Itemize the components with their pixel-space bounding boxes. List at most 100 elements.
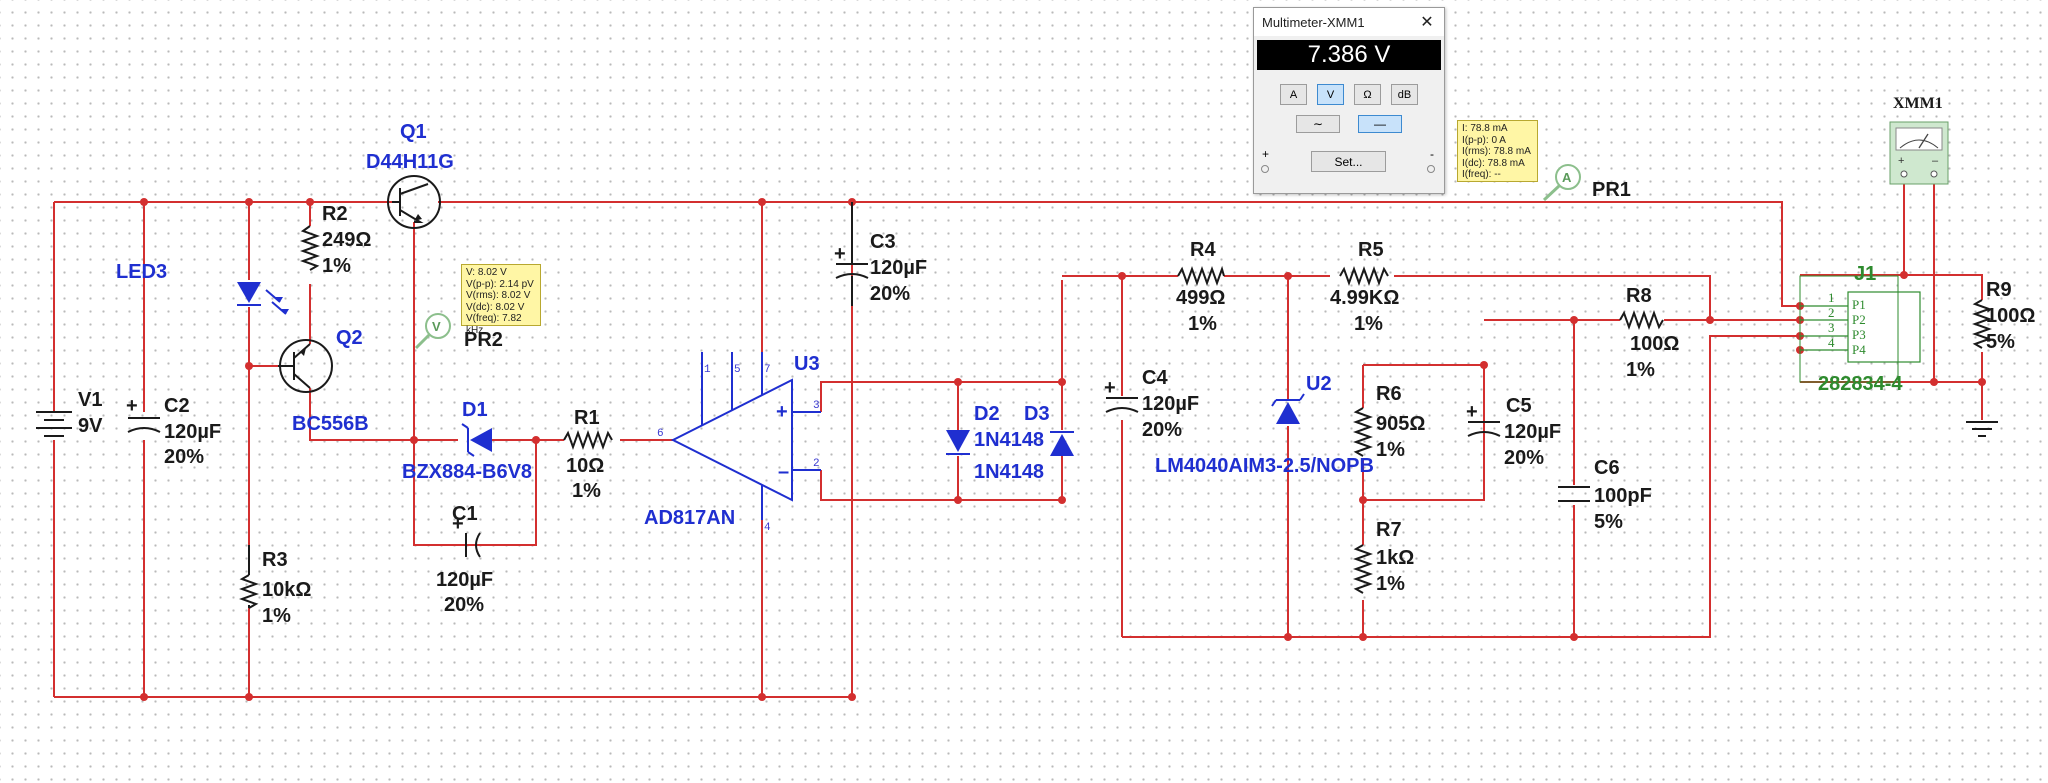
c3-value: 120µF	[870, 257, 927, 279]
q1-ref: Q1	[400, 121, 427, 143]
capacitor-c2[interactable]: + C2 120µF 20%	[126, 395, 221, 468]
resistor-r8[interactable]: R8 100Ω 1%	[1619, 285, 1679, 381]
svg-text:+: +	[1898, 155, 1904, 167]
ac-button[interactable]: ∼	[1296, 115, 1340, 133]
multimeter-window[interactable]: Multimeter-XMM1 ✕ 7.386 V A V Ω dB ∼ — +…	[1253, 7, 1445, 194]
zener-d1[interactable]: D1 BZX884-B6V8	[402, 399, 532, 483]
multimeter-display: 7.386 V	[1257, 40, 1441, 70]
probe-pr2[interactable]: V PR2	[414, 313, 503, 351]
resistor-r7[interactable]: R7 1kΩ 1%	[1353, 519, 1414, 595]
transistor-q1[interactable]: Q1 D44H11G	[366, 121, 454, 229]
opamp-u3[interactable]: + – 3 2 6 1 5 7 4 U3 AD817AN	[644, 352, 821, 534]
j1-pin-1: P1	[1852, 297, 1866, 312]
r2-tol: 1%	[322, 255, 351, 277]
c6-tol: 5%	[1594, 511, 1623, 533]
r4-tol: 1%	[1188, 313, 1217, 335]
capacitor-c3[interactable]: + C3 120µF 20%	[834, 202, 927, 306]
pr2-line-v: V: 8.02 V	[466, 267, 507, 278]
mode-voltmeter-button[interactable]: V	[1317, 84, 1344, 105]
svg-text:+: +	[452, 513, 464, 535]
d2-part: 1N4148	[974, 429, 1044, 451]
u3-pin-6: 6	[657, 428, 664, 440]
mode-db-button[interactable]: dB	[1391, 84, 1418, 105]
resistor-r1[interactable]: R1 10Ω 1%	[563, 407, 613, 502]
capacitor-c1[interactable]: + C1 120µF 20%	[436, 503, 493, 616]
mode-ohmmeter-button[interactable]: Ω	[1354, 84, 1381, 105]
d3-part: 1N4148	[974, 461, 1044, 483]
r8-tol: 1%	[1626, 359, 1655, 381]
connector-j1[interactable]: 1 2 3 4 P1 P2 P3 P4 J1 282834-4	[1799, 263, 1921, 395]
resistor-r5[interactable]: R5 4.99KΩ 1%	[1330, 239, 1399, 335]
close-icon[interactable]: ✕	[1420, 14, 1434, 31]
c3-tol: 20%	[870, 283, 910, 305]
minus-terminal-icon[interactable]	[1427, 165, 1435, 173]
c4-value: 120µF	[1142, 393, 1199, 415]
j1-pin-num-3: 3	[1828, 320, 1835, 335]
r5-value: 4.99KΩ	[1330, 287, 1399, 309]
d2-ref: D2	[974, 403, 1000, 425]
u2-ref: U2	[1306, 373, 1332, 395]
ground-icon	[1966, 421, 1998, 437]
r4-value: 499Ω	[1176, 287, 1225, 309]
j1-pin-2: P2	[1852, 312, 1866, 327]
r3-tol: 1%	[262, 605, 291, 627]
resistor-r9[interactable]: R9 100Ω 5%	[1972, 279, 2035, 353]
capacitor-c6[interactable]: C6 100pF 5%	[1558, 457, 1652, 533]
diode-d2[interactable]: D2 1N4148	[946, 403, 1044, 455]
dc-button[interactable]: —	[1358, 115, 1402, 133]
u3-pin-3: 3	[813, 400, 820, 412]
battery-v1[interactable]: V1 9V	[36, 389, 103, 437]
resistor-r6[interactable]: R6 905Ω 1%	[1353, 383, 1425, 461]
pr1-line-idc: I(dc): 78.8 mA	[1462, 157, 1525, 169]
multimeter-titlebar[interactable]: Multimeter-XMM1 ✕	[1254, 8, 1444, 36]
j1-pin-3: P3	[1852, 327, 1866, 342]
pr1-line-i: I: 78.8 mA	[1462, 123, 1508, 134]
resistor-r2[interactable]: R2 249Ω 1%	[300, 203, 371, 277]
reference-u2[interactable]: U2 LM4040AIM3-2.5/NOPB	[1155, 373, 1374, 477]
diode-d3[interactable]: D3 1N4148	[974, 403, 1074, 483]
pr1-line-ifreq: I(freq): --	[1462, 169, 1501, 180]
r6-ref: R6	[1376, 383, 1402, 405]
pr2-line-vdc: V(dc): 8.02 V	[466, 301, 525, 313]
svg-text:+: +	[834, 243, 846, 265]
r1-value: 10Ω	[566, 455, 604, 477]
u2-part: LM4040AIM3-2.5/NOPB	[1155, 455, 1374, 477]
q2-ref: Q2	[336, 327, 363, 349]
mode-ammeter-button[interactable]: A	[1280, 84, 1307, 105]
probe-pr1[interactable]: A PR1	[1542, 164, 1631, 202]
set-button[interactable]: Set...	[1311, 151, 1386, 172]
r2-ref: R2	[322, 203, 348, 225]
d1-part: BZX884-B6V8	[402, 461, 532, 483]
c1-tol: 20%	[444, 594, 484, 616]
capacitor-c4[interactable]: + C4 120µF 20%	[1104, 367, 1199, 441]
r6-value: 905Ω	[1376, 413, 1425, 435]
r5-ref: R5	[1358, 239, 1384, 261]
plus-terminal-icon[interactable]	[1261, 165, 1269, 173]
u3-pin-4: 4	[764, 522, 771, 534]
r9-tol: 5%	[1986, 331, 2015, 353]
svg-text:+: +	[1104, 377, 1116, 399]
pr1-label: PR1	[1592, 179, 1631, 201]
r6-tol: 1%	[1376, 439, 1405, 461]
resistor-r4[interactable]: R4 499Ω 1%	[1176, 239, 1225, 335]
r8-ref: R8	[1626, 285, 1652, 307]
probe-a-icon: A	[1562, 170, 1572, 185]
c1-value: 120µF	[436, 569, 493, 591]
capacitor-c5[interactable]: + C5 120µF 20%	[1466, 395, 1561, 469]
r5-tol: 1%	[1354, 313, 1383, 335]
led-led3[interactable]: LED3	[116, 261, 289, 315]
probe-pr1-readout: I: 78.8 mA I(p-p): 0 A I(rms): 78.8 mA I…	[1457, 120, 1538, 182]
c6-value: 100pF	[1594, 485, 1652, 507]
resistor-r3[interactable]: R3 10kΩ 1%	[239, 545, 311, 627]
d1-ref: D1	[462, 399, 488, 421]
u3-ref: U3	[794, 353, 820, 375]
r8-value: 100Ω	[1630, 333, 1679, 355]
multimeter-xmm1-symbol[interactable]: XMM1 + –	[1889, 95, 1949, 185]
svg-text:+: +	[126, 395, 138, 417]
transistor-q2[interactable]: Q2 BC556B	[278, 327, 369, 435]
pr2-label: PR2	[464, 329, 503, 351]
plus-terminal-label: +	[1262, 147, 1270, 161]
c1-ref: C1	[452, 503, 478, 525]
